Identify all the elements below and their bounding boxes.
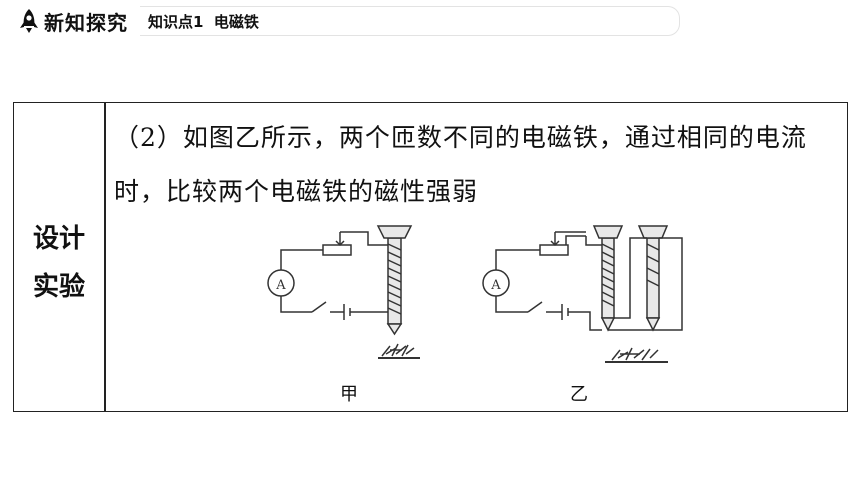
row-label: 设计 实验 [14,215,104,311]
column-divider [104,103,106,411]
rocket-icon [20,9,38,33]
ammeter-a-symbol: A [275,278,286,293]
section-title: 新知探究 [44,10,128,35]
experiment-description: （2）如图乙所示，两个匝数不同的电磁铁，通过相同的电流时，比较两个电磁铁的磁性强… [114,123,807,206]
caption-left: 甲 [340,384,358,405]
ammeter-b-symbol: A [490,278,501,293]
circuit-b [482,225,683,363]
caption-right: 乙 [570,384,588,405]
row-label-line1: 设计 [32,224,85,254]
circuit-a [267,225,420,359]
header-bar: 新知探究 知识点1 电磁铁 [18,4,718,38]
knowledge-point-tag: 知识点1 电磁铁 [140,6,680,36]
experiment-table: 设计 实验 （2）如图乙所示，两个匝数不同的电磁铁，通过相同的电流时，比较两个电… [13,102,848,412]
knowledge-point-label: 知识点1 电磁铁 [148,12,259,31]
row-label-line2: 实验 [32,272,85,302]
